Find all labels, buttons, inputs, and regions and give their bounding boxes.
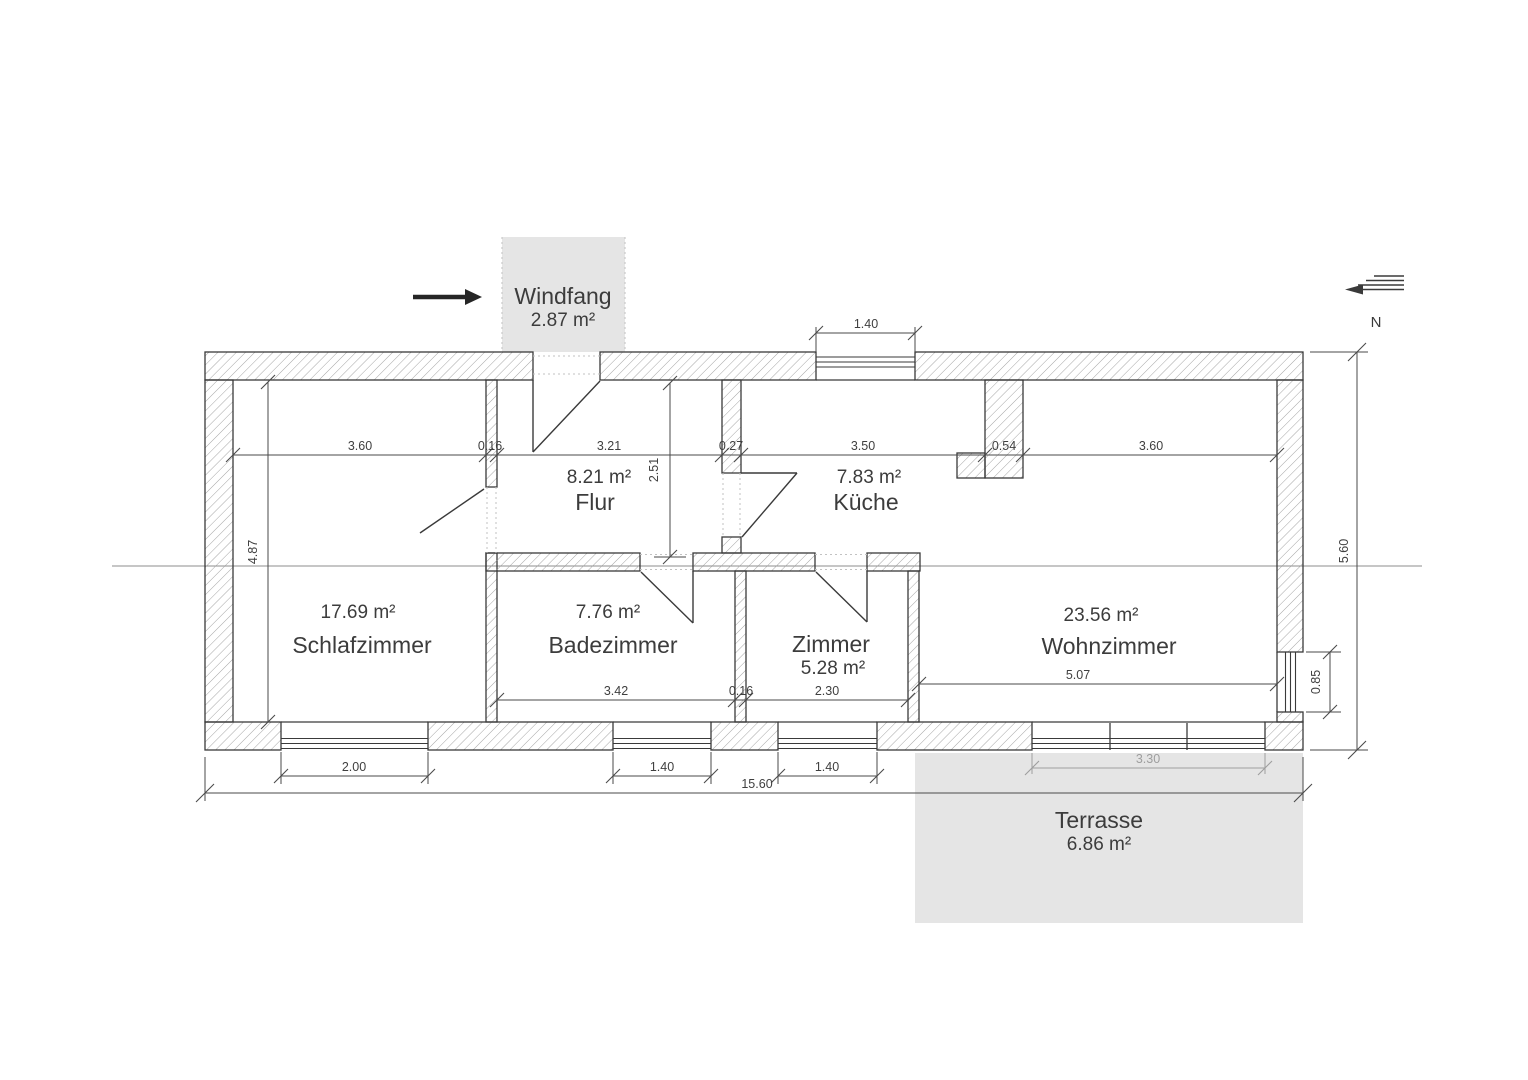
wall-top-1: [204, 351, 534, 381]
dim-overall-width: 15.60: [195, 757, 1313, 803]
dim-label-mid-1: 3.60: [348, 439, 372, 453]
schlafzimmer-area-label: 17.69 m²: [321, 602, 396, 623]
dim-label-mid-5: 3.50: [851, 439, 875, 453]
schlafzimmer-name: Schlafzimmer: [292, 632, 432, 658]
zimmer-area-label: 5.28 m²: [801, 658, 865, 679]
north-label: N: [1371, 314, 1382, 331]
wall-top-2: [599, 351, 817, 381]
wall-schlafzimmer-flur-upper: [485, 379, 498, 488]
doors: [419, 380, 868, 624]
interior-walls: [485, 379, 1024, 723]
dim-label-south-1: 3.42: [604, 684, 628, 698]
dim-overall-height: 5.60: [1310, 342, 1368, 760]
dim-label-window-east: 0.85: [1309, 670, 1323, 694]
badezimmer-area-label: 7.76 m²: [576, 602, 640, 623]
door-schlafzimmer: [419, 488, 485, 534]
exterior-walls: [204, 351, 1304, 751]
window-wohnzimmer-east: [1276, 652, 1297, 712]
wall-south-1: [485, 552, 641, 572]
wall-bottom-4: [876, 721, 1033, 751]
terrasse-area-label: 6.86 m²: [1067, 834, 1131, 855]
window-wohnzimmer-south: [1032, 721, 1265, 750]
dim-label-overall-width: 15.60: [741, 777, 772, 791]
windfang-name: Windfang: [514, 283, 611, 309]
kueche-name: Küche: [833, 489, 898, 515]
dim-label-window-zimmer: 1.40: [815, 760, 839, 774]
wall-flur-kueche-stub: [721, 536, 742, 554]
dim-schlafzimmer-height: 4.87: [246, 374, 276, 730]
gray-areas: [501, 237, 1303, 923]
dim-window-east: 0.85: [1306, 644, 1341, 720]
windfang-area-label: 2.87 m²: [531, 310, 595, 331]
dim-label-mid-6: 0.54: [992, 439, 1016, 453]
wall-south-3: [866, 552, 921, 572]
dim-label-south-3: 2.30: [815, 684, 839, 698]
dim-label-flur-depth: 2.51: [647, 458, 661, 482]
dim-label-mid-3: 3.21: [597, 439, 621, 453]
wall-right-upper: [1276, 379, 1304, 653]
entrance-arrow-icon: [413, 289, 482, 305]
wohnzimmer-area-label: 23.56 m²: [1064, 605, 1139, 626]
wall-schlafzimmer-bad: [485, 552, 498, 723]
door-badezimmer: [640, 571, 694, 624]
dim-label-window-terrasse: 3.30: [1136, 752, 1160, 766]
badezimmer-name: Badezimmer: [548, 632, 677, 658]
dim-label-schlafzimmer-height: 4.87: [246, 540, 260, 564]
dim-south-row: 3.42 0.16 2.30: [489, 684, 916, 708]
window-schlafzimmer-south: [281, 721, 428, 750]
dim-label-window-schlafzimmer: 2.00: [342, 760, 366, 774]
wall-kueche-pier: [984, 379, 1024, 479]
dim-label-window-kueche: 1.40: [854, 317, 878, 331]
dim-mid-row: 3.60 0.16 3.21 0.27 3.50 0.54 3.60: [225, 439, 1285, 463]
dim-label-south-2: 0.16: [729, 684, 753, 698]
door-opening-guides: [486, 355, 867, 570]
dim-window-terrasse: 3.30: [1024, 752, 1273, 776]
dim-south-windows: 2.00 1.40 1.40: [273, 752, 885, 784]
dim-label-window-badezimmer: 1.40: [650, 760, 674, 774]
window-zimmer-south: [778, 721, 877, 750]
wall-bad-zimmer: [734, 570, 747, 723]
kueche-area-label: 7.83 m²: [837, 467, 901, 488]
wall-bottom-3: [710, 721, 779, 751]
door-kueche: [741, 472, 798, 538]
window-kueche-north: [816, 356, 915, 381]
north-arrow-icon: N: [1345, 275, 1404, 331]
door-zimmer: [815, 571, 868, 623]
dim-wohnzimmer-width: 5.07: [911, 668, 1285, 692]
wall-top-3: [914, 351, 1304, 381]
windfang-area: [502, 237, 625, 352]
dim-label-mid-4: 0.27: [719, 439, 743, 453]
wall-bottom-5: [1264, 721, 1304, 751]
dim-label-mid-2: 0.16: [478, 439, 502, 453]
terrasse-name: Terrasse: [1055, 807, 1143, 833]
wall-south-2: [692, 552, 816, 572]
room-labels: Windfang 2.87 m² 8.21 m² Flur 7.83 m² Kü…: [292, 283, 1177, 855]
dim-flur-depth: 2.51: [647, 375, 686, 565]
wall-bottom-2: [427, 721, 614, 751]
dim-label-wohnzimmer-width: 5.07: [1066, 668, 1090, 682]
wall-right-lower: [1276, 711, 1304, 723]
wall-flur-kueche-upper: [721, 379, 742, 474]
zimmer-name: Zimmer: [792, 631, 870, 657]
wall-zimmer-wohnzimmer: [907, 570, 920, 723]
dim-label-mid-7: 3.60: [1139, 439, 1163, 453]
window-badezimmer-south: [613, 721, 711, 750]
flur-name: Flur: [575, 489, 615, 515]
wall-left: [204, 379, 234, 723]
dim-label-overall-height: 5.60: [1337, 539, 1351, 563]
wall-bottom-1: [204, 721, 282, 751]
door-entrance: [532, 380, 601, 453]
wall-kueche-pier-step: [956, 452, 986, 479]
flur-area-label: 8.21 m²: [567, 467, 631, 488]
dim-window-kueche: 1.40: [808, 317, 923, 352]
wohnzimmer-name: Wohnzimmer: [1041, 633, 1176, 659]
windows: [281, 356, 1297, 750]
terrasse-area: [915, 753, 1303, 923]
